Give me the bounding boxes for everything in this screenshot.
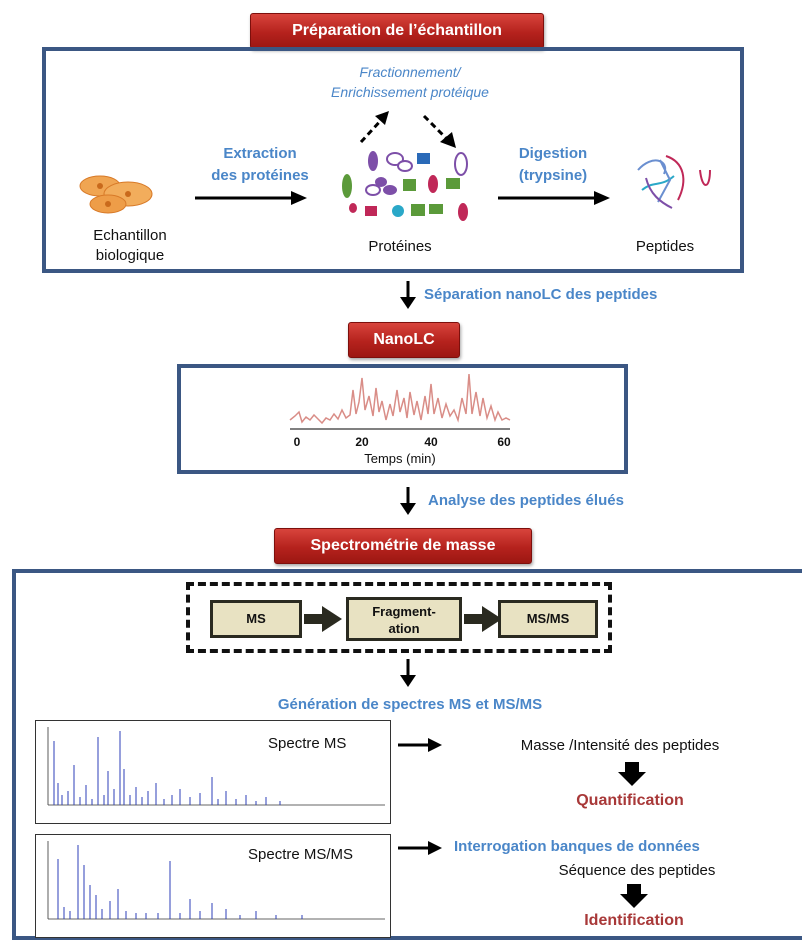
separation-label: Séparation nanoLC des peptides — [424, 286, 658, 303]
db-query-label: Interrogation banques de données — [454, 838, 700, 855]
ms-header: Spectrométrie de masse — [274, 528, 532, 564]
sample-prep-panel — [42, 47, 744, 273]
workflow-arrow-2 — [464, 606, 502, 632]
proteins-icon — [342, 151, 468, 221]
chromatogram-trace — [289, 373, 511, 425]
chromatogram-panel — [177, 364, 628, 474]
extraction-line2: des protéines — [211, 167, 309, 184]
digestion-label: Digestion (trypsine) — [488, 143, 618, 187]
identification-arrow — [620, 884, 648, 908]
sample-line1: Echantillon — [93, 227, 167, 244]
extraction-line1: Extraction — [223, 145, 297, 162]
ms-workflow-dashed-box — [186, 582, 612, 653]
msms-result-arrow — [398, 841, 442, 855]
fragmentation-line2: ation — [388, 621, 420, 636]
down-arrow-3 — [400, 659, 416, 687]
msms-spectrum-panel — [35, 834, 391, 938]
workflow-arrow-1 — [304, 606, 342, 632]
down-arrow-2 — [400, 487, 416, 515]
msms-step-box: MS/MS — [498, 600, 598, 638]
fractionation-arrow-up — [359, 111, 389, 144]
chromatogram — [289, 373, 511, 430]
cells-icon — [79, 175, 153, 214]
fractionation-arrow-down — [422, 114, 456, 148]
mass-spec-panel — [12, 569, 802, 940]
fractionation-line1: Fractionnement/ — [359, 64, 461, 80]
peptides-label: Peptides — [635, 238, 695, 255]
quantification-arrow — [618, 762, 646, 786]
ms-step-box: MS — [210, 600, 302, 638]
nanolc-header: NanoLC — [348, 322, 460, 358]
fragmentation-step-box: Fragment- ation — [346, 597, 462, 641]
fractionation-line2: Enrichissement protéique — [331, 84, 489, 100]
chrom-tick-40: 40 — [424, 435, 438, 449]
sample-prep-header: Préparation de l’échantillon — [250, 13, 544, 49]
sequence-label: Séquence des peptides — [558, 862, 716, 879]
digestion-arrow — [498, 191, 610, 205]
chrom-tick-0: 0 — [293, 435, 301, 449]
msms-spectrum-plot — [47, 841, 385, 920]
digestion-line1: Digestion — [518, 145, 588, 162]
extraction-label: Extraction des protéines — [180, 143, 340, 187]
ms-spectrum-label: Spectre MS — [268, 735, 347, 752]
fractionation-label: Fractionnement/ Enrichissement protéique — [255, 62, 565, 102]
proteins-label: Protéines — [368, 238, 432, 255]
chrom-tick-20: 20 — [355, 435, 369, 449]
chrom-xlabel: Temps (min) — [364, 451, 436, 466]
analysis-label: Analyse des peptides élués — [428, 492, 624, 509]
extraction-arrow — [195, 191, 307, 205]
identification-label: Identification — [584, 912, 684, 929]
msms-spectrum-label: Spectre MS/MS — [248, 846, 354, 863]
fragmentation-line1: Fragment- — [372, 604, 436, 619]
sample-line2: biologique — [95, 247, 165, 264]
quantification-label: Quantification — [576, 792, 684, 809]
ms-result-arrow — [398, 738, 442, 752]
chrom-tick-60: 60 — [497, 435, 511, 449]
sample-label: Echantillon biologique — [60, 226, 200, 266]
digestion-line2: (trypsine) — [518, 167, 588, 184]
ms-spectrum-panel — [35, 720, 391, 824]
ms-spectrum-plot — [47, 727, 385, 806]
down-arrow-1 — [400, 281, 416, 309]
ms-result-label: Masse /Intensité des peptides — [520, 737, 720, 754]
generation-label: Génération de spectres MS et MS/MS — [277, 696, 543, 713]
peptides-icon — [637, 155, 711, 209]
